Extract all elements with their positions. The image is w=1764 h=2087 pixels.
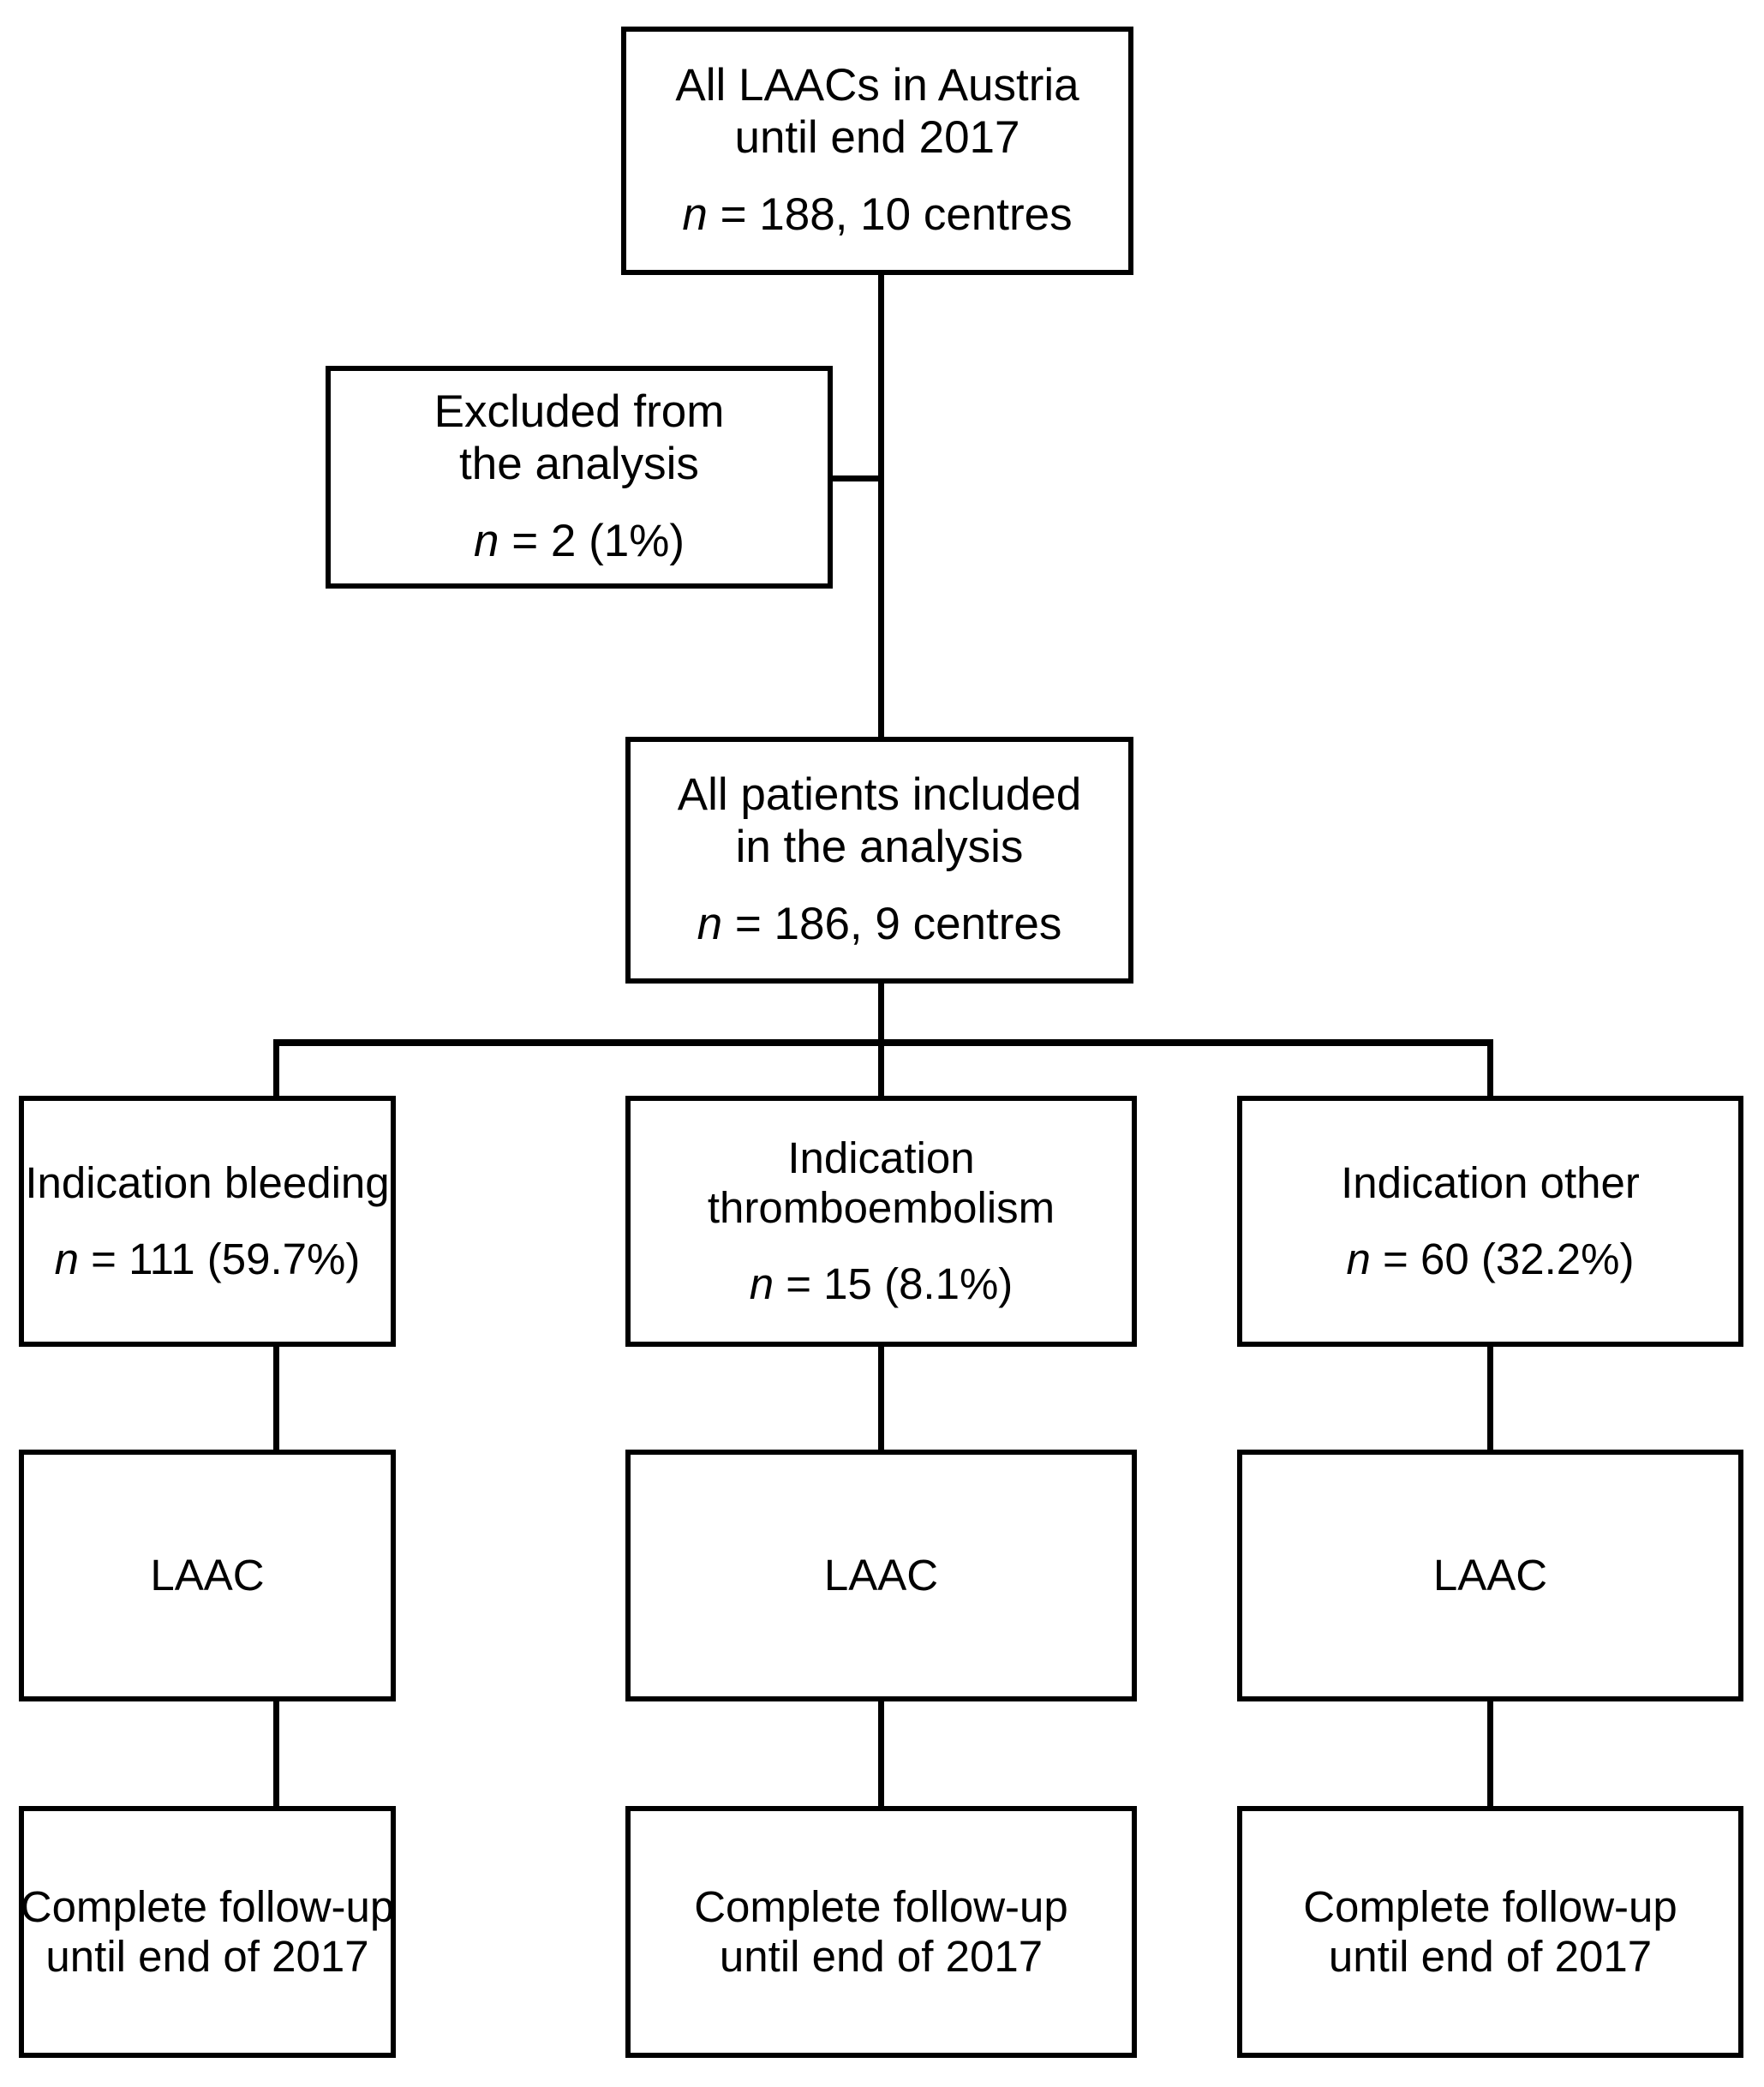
all-laacs-line1: All LAACs in Austria [675,60,1079,111]
all-laacs-box: All LAACs in Austria until end 2017 n = … [621,27,1133,275]
indication-thromboembolism-box: Indication thromboembolism n = 15 (8.1%) [625,1096,1137,1347]
included-line1: All patients included [677,769,1082,821]
all-laacs-stat: n = 188, 10 centres [682,189,1072,241]
excluded-line1: Excluded from [434,386,725,438]
included-stat-n: n [697,899,723,950]
connector-branch-to-bleeding [273,1039,279,1099]
excluded-stat-value: = 2 (1%) [499,516,685,567]
all-laacs-stat-value: = 188, 10 centres [707,189,1073,241]
indication-other-box: Indication other n = 60 (32.2%) [1237,1096,1743,1347]
indication-bleeding-box: Indication bleeding n = 111 (59.7%) [19,1096,396,1347]
connector-included-to-branch [878,981,884,1045]
included-stat-value: = 186, 9 centres [722,899,1062,950]
laac-box-left: LAAC [19,1450,396,1701]
included-box: All patients included in the analysis n … [625,737,1133,984]
followup-box-right: Complete follow-up until end of 2017 [1237,1806,1743,2058]
followup-middle-line1: Complete follow-up [694,1881,1068,1931]
connector-thromboembolism-to-laac [878,1343,884,1453]
all-laacs-line2: until end 2017 [734,111,1020,163]
connector-excluded-to-spine [828,475,884,481]
included-stat: n = 186, 9 centres [697,899,1062,950]
indication-other-stat: n = 60 (32.2%) [1347,1235,1635,1284]
indication-thromboembolism-stat-n: n [749,1259,774,1308]
followup-left-line2: until end of 2017 [45,1932,369,1981]
followup-box-left: Complete follow-up until end of 2017 [19,1806,396,2058]
excluded-stat-n: n [474,516,499,567]
connector-top-to-included [878,274,884,741]
laac-left-label: LAAC [150,1550,265,1600]
included-line2: in the analysis [735,821,1024,872]
connector-branch-to-other [1487,1039,1493,1099]
indication-thromboembolism-stat: n = 15 (8.1%) [750,1259,1014,1309]
connector-bleeding-to-laac [273,1343,279,1453]
indication-thromboembolism-line1: Indication [787,1133,975,1183]
indication-thromboembolism-line2: thromboembolism [707,1183,1055,1233]
connector-laac-to-followup-left [273,1700,279,1809]
indication-other-stat-n: n [1346,1234,1371,1283]
followup-middle-line2: until end of 2017 [719,1932,1043,1981]
indication-other-stat-value: = 60 (32.2%) [1370,1234,1635,1283]
excluded-box: Excluded from the analysis n = 2 (1%) [326,366,833,589]
excluded-stat: n = 2 (1%) [474,516,685,567]
indication-bleeding-stat-value: = 111 (59.7%) [78,1234,361,1283]
indication-other-line1: Indication other [1341,1158,1640,1208]
laac-middle-label: LAAC [823,1550,939,1600]
connector-laac-to-followup-middle [878,1700,884,1809]
laac-box-right: LAAC [1237,1450,1743,1701]
followup-right-line2: until end of 2017 [1328,1932,1653,1981]
followup-right-line1: Complete follow-up [1303,1881,1677,1931]
indication-bleeding-line1: Indication bleeding [25,1158,390,1208]
excluded-line2: the analysis [459,438,699,489]
laac-box-middle: LAAC [625,1450,1137,1701]
laac-right-label: LAAC [1432,1550,1548,1600]
connector-other-to-laac [1487,1343,1493,1453]
connector-laac-to-followup-right [1487,1700,1493,1809]
indication-bleeding-stat: n = 111 (59.7%) [55,1235,361,1284]
followup-left-line1: Complete follow-up [20,1881,395,1931]
followup-box-middle: Complete follow-up until end of 2017 [625,1806,1137,2058]
indication-bleeding-stat-n: n [54,1234,79,1283]
indication-thromboembolism-stat-value: = 15 (8.1%) [774,1259,1014,1308]
all-laacs-stat-n: n [682,189,708,241]
connector-branch-to-thromboembolism [878,1039,884,1099]
